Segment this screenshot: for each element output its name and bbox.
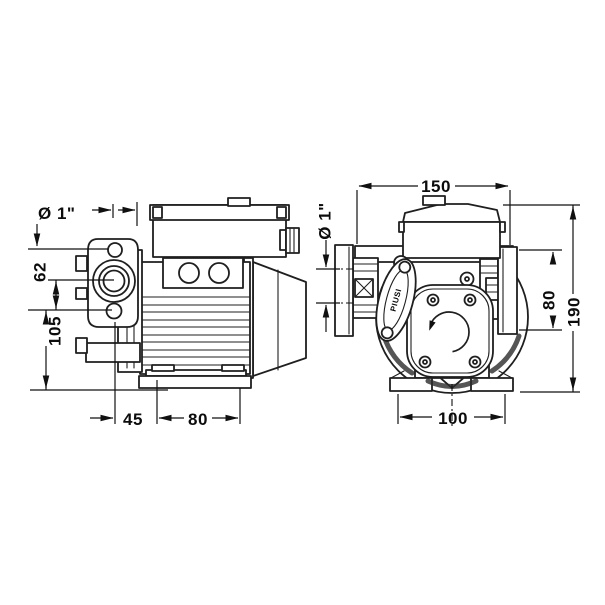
- dim-side-45-label: 45: [123, 410, 143, 429]
- vent-block: [162, 257, 244, 289]
- dim-front-80-label: 80: [540, 290, 559, 310]
- cable-gland: [279, 227, 300, 254]
- motor-end-cone: [252, 261, 307, 377]
- port-cap: [497, 246, 518, 335]
- lower-boss: [85, 342, 141, 363]
- dim-side-105-label: 105: [46, 316, 65, 346]
- front-cover: [406, 284, 494, 378]
- dimensions-front: 150 Ø 1" 80 190 100: [316, 177, 584, 428]
- inlet-port: [334, 244, 379, 337]
- flange-bolt-hole: [107, 242, 123, 258]
- badge-screw: [380, 326, 394, 340]
- port-cap: [334, 244, 354, 337]
- front-view: PIUSI: [334, 195, 529, 428]
- terminal-box-front: [398, 195, 506, 259]
- mounting-foot: [389, 377, 433, 392]
- dim-side-80-label: 80: [188, 410, 208, 429]
- dimensions-side: Ø 1" 62 105 45 80: [28, 202, 241, 429]
- badge-screw: [398, 260, 412, 274]
- port-bore: [102, 269, 126, 293]
- base-plate: [138, 375, 252, 389]
- side-view: [75, 197, 307, 389]
- dim-side-62-label: 62: [31, 262, 50, 282]
- dim-front-190-label: 190: [565, 297, 584, 327]
- flange-bolt-hole: [105, 302, 123, 320]
- dim-front-150-label: 150: [421, 177, 451, 196]
- motor-fins: [140, 296, 250, 366]
- box-knob: [227, 197, 251, 207]
- brand-badge: PIUSI: [375, 258, 417, 342]
- vent-hole: [208, 262, 230, 284]
- dim-front-100-label: 100: [438, 409, 468, 428]
- box-knob: [422, 195, 446, 206]
- rotation-arrow-icon: [429, 311, 470, 353]
- dim-side-port-label: Ø 1": [38, 204, 75, 223]
- vent-hole: [178, 262, 200, 284]
- dim-front-port-label: Ø 1": [316, 202, 335, 239]
